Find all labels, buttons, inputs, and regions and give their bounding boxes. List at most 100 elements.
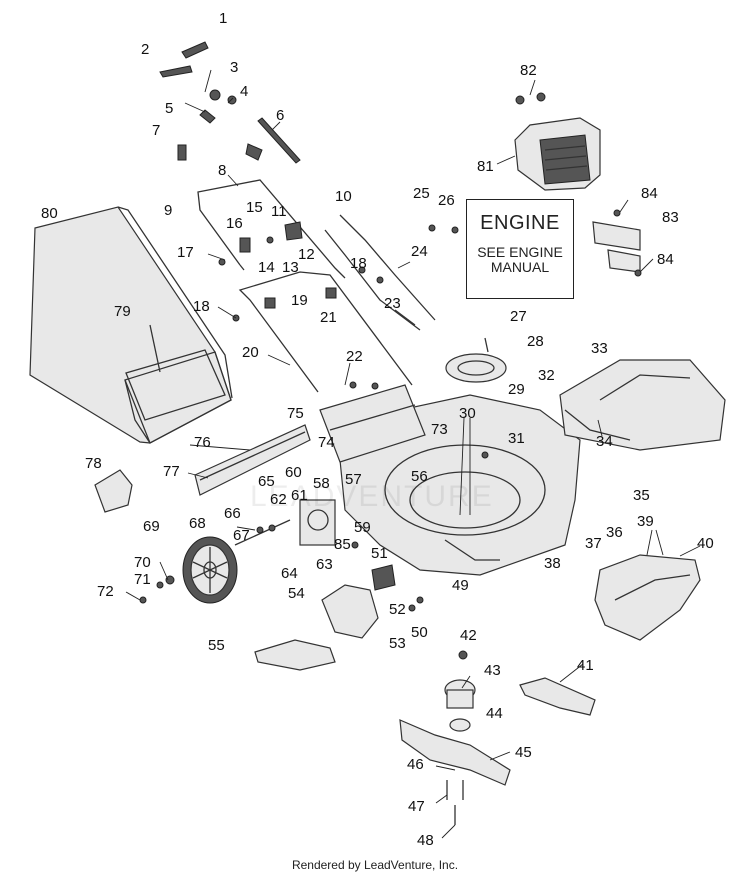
callout-70: 70 xyxy=(134,554,151,571)
callout-12: 12 xyxy=(298,246,315,263)
engine-title: ENGINE xyxy=(480,212,560,234)
callout-32: 32 xyxy=(538,367,555,384)
callout-62: 62 xyxy=(270,491,287,508)
callout-31: 31 xyxy=(508,430,525,447)
callout-13: 13 xyxy=(282,259,299,276)
callout-8: 8 xyxy=(218,162,226,179)
callout-3: 3 xyxy=(230,59,238,76)
rear-wheel[interactable] xyxy=(182,536,238,604)
callout-85: 85 xyxy=(334,536,351,553)
callout-69: 69 xyxy=(143,518,160,535)
callout-50: 50 xyxy=(411,624,428,641)
callout-labels: 1 2 3 4 5 6 7 8 9 10 11 12 13 14 15 16 1… xyxy=(41,10,714,849)
callout-21: 21 xyxy=(320,309,337,326)
callout-42: 42 xyxy=(460,627,477,644)
callout-65: 65 xyxy=(258,473,275,490)
callout-25: 25 xyxy=(413,185,430,202)
callout-64: 64 xyxy=(281,565,298,582)
handle-hardware[interactable] xyxy=(159,41,459,390)
watermark: LEADVENTURE xyxy=(250,480,494,513)
lower-handle[interactable] xyxy=(238,271,413,393)
callout-14: 14 xyxy=(258,259,275,276)
callout-37: 37 xyxy=(585,535,602,552)
callout-2: 2 xyxy=(141,41,149,58)
callout-61: 61 xyxy=(291,487,308,504)
callout-77: 77 xyxy=(163,463,180,480)
callout-73: 73 xyxy=(431,421,448,438)
callout-16: 16 xyxy=(226,215,243,232)
drive-components[interactable] xyxy=(139,499,359,604)
callout-26: 26 xyxy=(438,192,455,209)
callout-39: 39 xyxy=(637,513,654,530)
engine-note: SEE ENGINE MANUAL xyxy=(467,245,573,275)
rear-deflector[interactable] xyxy=(319,384,426,463)
callout-6: 6 xyxy=(276,107,284,124)
idler-ring[interactable] xyxy=(445,337,507,383)
callout-5: 5 xyxy=(165,100,173,117)
callout-9: 9 xyxy=(164,202,172,219)
callout-27: 27 xyxy=(510,308,527,325)
callout-43: 43 xyxy=(484,662,501,679)
catcher-frame[interactable] xyxy=(125,324,226,421)
callout-84b: 84 xyxy=(657,251,674,268)
callout-57: 57 xyxy=(345,471,362,488)
callout-68: 68 xyxy=(189,515,206,532)
callout-44: 44 xyxy=(486,705,503,722)
callout-79: 79 xyxy=(114,303,131,320)
callout-76: 76 xyxy=(194,434,211,451)
callout-1: 1 xyxy=(219,10,227,27)
callout-41: 41 xyxy=(577,657,594,674)
callout-83: 83 xyxy=(662,209,679,226)
callout-35: 35 xyxy=(633,487,650,504)
belt-cover[interactable] xyxy=(254,639,336,671)
callout-51: 51 xyxy=(371,545,388,562)
engine[interactable] xyxy=(514,92,601,191)
callout-60: 60 xyxy=(285,464,302,481)
leader-lines xyxy=(125,69,701,839)
callout-67: 67 xyxy=(233,527,250,544)
callout-63: 63 xyxy=(316,556,333,573)
blade-adapter[interactable] xyxy=(444,650,476,732)
callout-58: 58 xyxy=(313,475,330,492)
callout-28: 28 xyxy=(527,333,544,350)
footer-credit: Rendered by LeadVenture, Inc. xyxy=(291,858,459,872)
callout-19: 19 xyxy=(291,292,308,309)
control-cables[interactable] xyxy=(324,214,436,331)
callout-38: 38 xyxy=(544,555,561,572)
callout-10: 10 xyxy=(335,188,352,205)
engine-note-line2: MANUAL xyxy=(490,259,550,275)
baffle[interactable] xyxy=(519,677,596,716)
callout-33: 33 xyxy=(591,340,608,357)
callout-7: 7 xyxy=(152,122,160,139)
rear-shield[interactable] xyxy=(194,424,311,496)
callout-71: 71 xyxy=(134,571,151,588)
engine-reference-box: ENGINE SEE ENGINE MANUAL xyxy=(466,199,574,299)
mounting-bracket[interactable] xyxy=(592,209,642,277)
callout-24: 24 xyxy=(411,243,428,260)
callout-47: 47 xyxy=(408,798,425,815)
callout-56: 56 xyxy=(411,468,428,485)
callout-34: 34 xyxy=(596,433,613,450)
blade-bolts[interactable] xyxy=(446,780,464,825)
callout-46: 46 xyxy=(407,756,424,773)
callout-23: 23 xyxy=(384,295,401,312)
callout-48: 48 xyxy=(417,832,434,849)
callout-52: 52 xyxy=(389,601,406,618)
upper-handle[interactable] xyxy=(197,179,346,279)
callout-66: 66 xyxy=(224,505,241,522)
callout-18b: 18 xyxy=(193,298,210,315)
callout-53: 53 xyxy=(389,635,406,652)
callout-11: 11 xyxy=(271,203,287,220)
grass-catcher-bag[interactable] xyxy=(29,206,233,444)
cutting-blade[interactable] xyxy=(399,719,511,786)
callout-81: 81 xyxy=(477,158,494,175)
callout-59: 59 xyxy=(354,519,371,536)
callout-75: 75 xyxy=(287,405,304,422)
wheel-guard[interactable] xyxy=(94,469,133,513)
callout-72: 72 xyxy=(97,583,114,600)
discharge-chute[interactable] xyxy=(559,359,726,451)
mulch-plug[interactable] xyxy=(594,554,701,641)
transmission[interactable] xyxy=(321,564,424,639)
callout-54: 54 xyxy=(288,585,305,602)
